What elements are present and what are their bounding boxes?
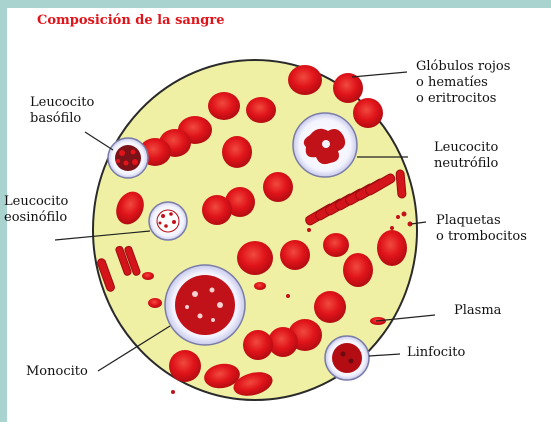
red-blood-cell xyxy=(142,272,154,280)
leader-line-globulos-rojos xyxy=(352,72,407,77)
red-blood-cell xyxy=(288,65,322,95)
red-blood-cell xyxy=(222,136,252,168)
red-blood-cell xyxy=(353,98,383,128)
red-blood-cell xyxy=(343,253,373,287)
red-blood-cell xyxy=(254,282,266,290)
label-leucocito-eosinofilo: Leucocito eosinófilo xyxy=(4,194,68,226)
platelet xyxy=(171,390,175,394)
label-monocito: Monocito xyxy=(26,364,88,380)
monocyte xyxy=(165,265,245,345)
red-blood-cell xyxy=(263,172,293,202)
label-globulos-rojos: Glóbulos rojos o hematíes o eritrocitos xyxy=(416,59,510,107)
red-blood-cell xyxy=(314,291,346,323)
label-plasma: Plasma xyxy=(454,303,501,319)
red-blood-cell xyxy=(237,241,273,275)
red-blood-cell xyxy=(377,230,407,266)
platelet xyxy=(307,228,311,232)
label-leucocito-neutrofilo: Leucocito neutrófilo xyxy=(434,140,498,172)
platelet xyxy=(402,212,407,217)
red-blood-cell xyxy=(169,350,201,382)
neutrophil xyxy=(293,113,357,177)
red-blood-cell xyxy=(148,298,162,308)
label-leucocito-basofilo: Leucocito basófilo xyxy=(30,95,94,127)
leader-line-linfocito xyxy=(369,354,400,356)
eosinophil xyxy=(149,202,187,240)
red-blood-cell xyxy=(208,92,240,120)
platelet xyxy=(286,294,290,298)
lymphocyte xyxy=(325,336,369,380)
red-blood-cell xyxy=(243,330,273,360)
red-blood-cell xyxy=(246,97,276,123)
red-blood-cell xyxy=(333,73,363,103)
red-blood-cell xyxy=(202,195,232,225)
basophil xyxy=(108,138,148,178)
label-linfocito: Linfocito xyxy=(407,345,465,361)
leader-line-basofilo xyxy=(85,132,113,150)
label-plaquetas: Plaquetas o trombocitos xyxy=(436,213,527,245)
platelet xyxy=(396,215,400,219)
platelet xyxy=(390,226,394,230)
red-blood-cell xyxy=(323,233,349,257)
red-blood-cell xyxy=(280,240,310,270)
